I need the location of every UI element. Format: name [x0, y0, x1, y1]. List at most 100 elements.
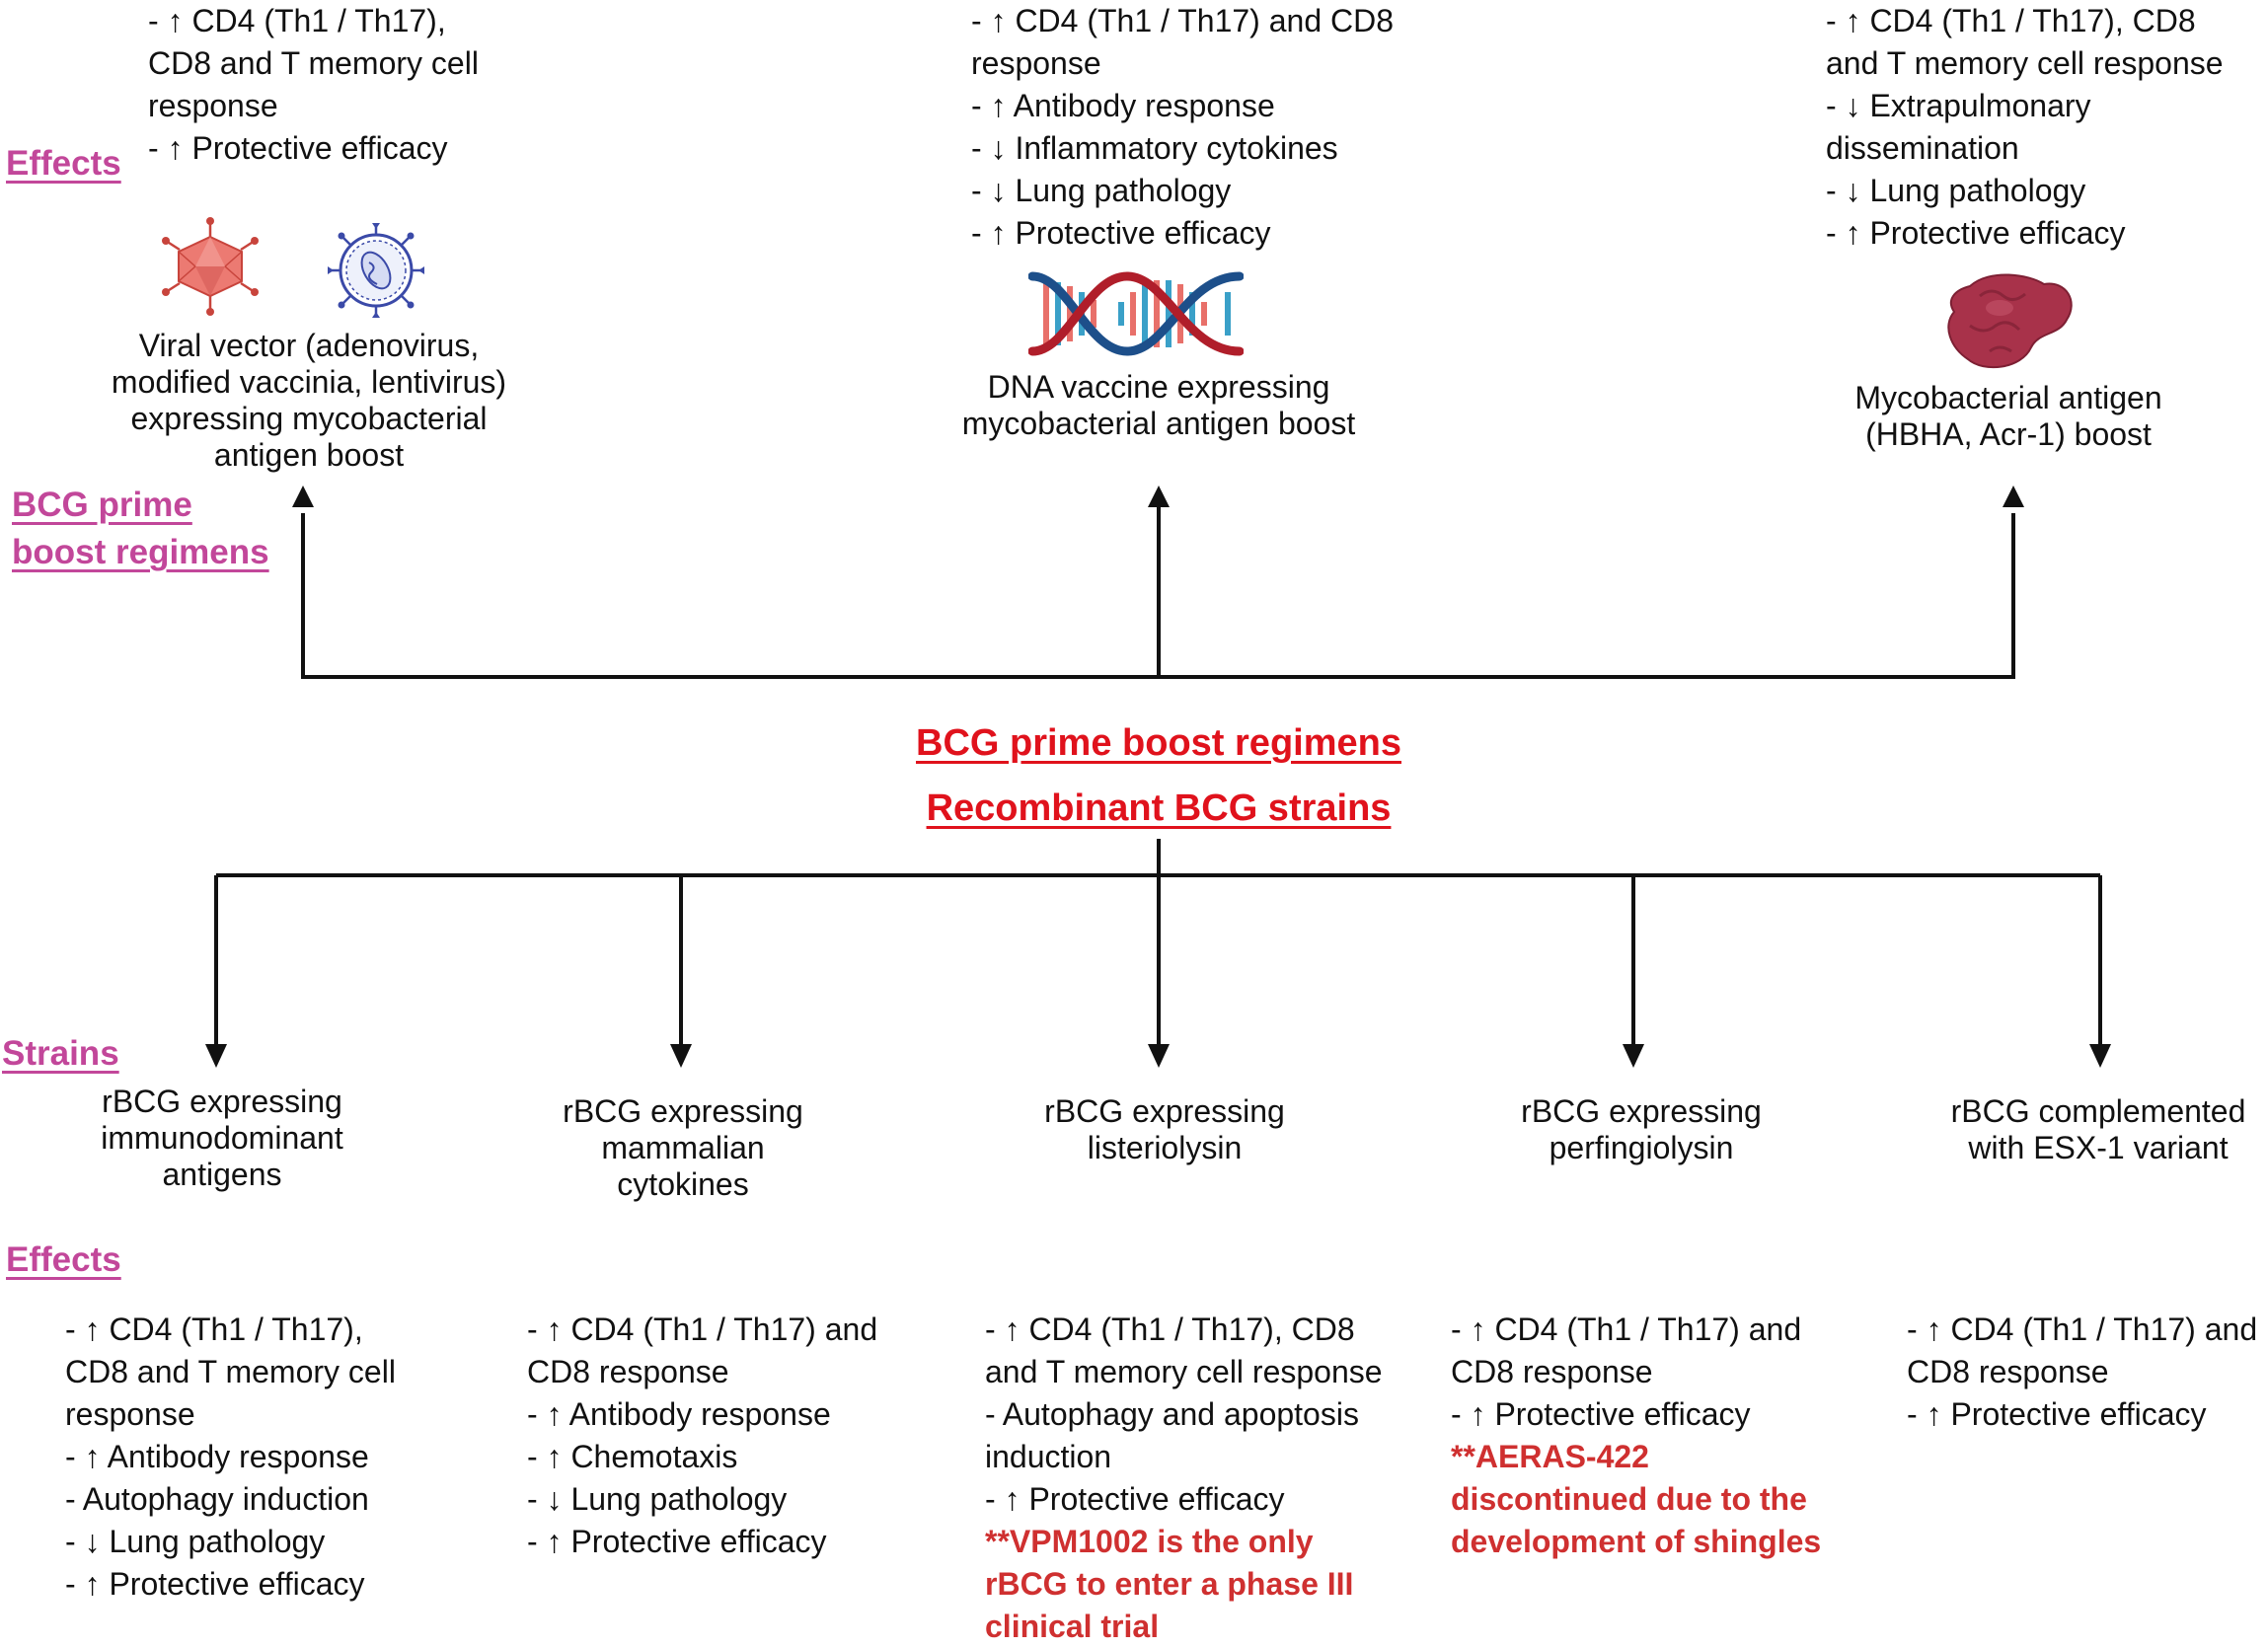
strain-2-name: rBCG expressing mammalian cytokines	[505, 1093, 861, 1203]
effect-line: - ↑ Protective efficacy	[985, 1481, 1285, 1517]
effect-line: - ↓ Inflammatory cytokines	[971, 130, 1338, 166]
effect-line: dissemination	[1826, 130, 2019, 166]
effect-line: - ↑ Protective efficacy	[971, 215, 1271, 251]
boost-3-name: Mycobacterial antigen (HBHA, Acr-1) boos…	[1801, 380, 2216, 453]
virus-icon	[162, 217, 259, 316]
name-line: expressing mycobacterial	[130, 401, 488, 436]
strain-note-line: discontinued due to the	[1451, 1481, 1807, 1517]
effect-line: - ↑ CD4 (Th1 / Th17), CD8	[1826, 3, 2196, 38]
effect-line: - ↑ CD4 (Th1 / Th17), CD8	[985, 1311, 1355, 1347]
name-line: rBCG expressing	[563, 1093, 803, 1129]
name-line: Viral vector (adenovirus,	[138, 328, 480, 363]
effect-line: - ↑ Chemotaxis	[527, 1439, 738, 1474]
strain-note-line: clinical trial	[985, 1609, 1160, 1644]
effect-line: - Autophagy induction	[65, 1481, 369, 1517]
name-line: antigens	[162, 1157, 282, 1192]
strain-1-name: rBCG expressing immunodominant antigens	[44, 1084, 400, 1193]
effect-line: - ↑ Protective efficacy	[527, 1524, 827, 1559]
effect-line: CD8 response	[1907, 1354, 2109, 1389]
effect-line: - ↑ CD4 (Th1 / Th17) and	[527, 1311, 878, 1347]
effect-line: - ↑ Antibody response	[65, 1439, 369, 1474]
strain-note-line: development of shingles	[1451, 1524, 1822, 1559]
dna-icon	[1028, 271, 1244, 356]
effect-line: - ↑ Antibody response	[527, 1396, 831, 1432]
effect-line: and T memory cell response	[985, 1354, 1383, 1389]
title-recombinant: Recombinant BCG strains	[926, 787, 1392, 829]
effect-line: CD8 and T memory cell	[65, 1354, 396, 1389]
strain-note-line: **AERAS-422	[1451, 1439, 1649, 1474]
arrowhead-down-2	[670, 1044, 692, 1068]
upper-branch-line	[301, 513, 2015, 679]
strain-3-effects: - ↑ CD4 (Th1 / Th17), CD8 and T memory c…	[985, 1309, 1383, 1648]
effect-line: - ↓ Extrapulmonary	[1826, 88, 2091, 123]
name-line: rBCG expressing	[1044, 1093, 1285, 1129]
name-line: DNA vaccine expressing	[987, 369, 1330, 405]
effect-line: response	[148, 88, 278, 123]
effect-line: induction	[985, 1439, 1112, 1474]
arrowhead-down-1	[205, 1044, 227, 1068]
name-line: with ESX-1 variant	[1968, 1130, 2229, 1165]
strain-4-name: rBCG expressing perfingiolysin	[1464, 1093, 1819, 1166]
effects-label-top: Effects	[6, 144, 121, 183]
effect-line: - ↓ Lung pathology	[1826, 173, 2086, 208]
name-line: perfingiolysin	[1549, 1130, 1734, 1165]
arrowhead-up-2	[1148, 486, 1170, 507]
effect-line: response	[65, 1396, 195, 1432]
effect-line: - ↑ CD4 (Th1 / Th17),	[65, 1311, 363, 1347]
boost-2-effects: - ↑ CD4 (Th1 / Th17) and CD8 response - …	[971, 0, 1394, 255]
effect-line: and T memory cell response	[1826, 45, 2224, 81]
effect-line: CD8 response	[527, 1354, 729, 1389]
effect-line: CD8 and T memory cell	[148, 45, 479, 81]
strain-5-name: rBCG complemented with ESX-1 variant	[1921, 1093, 2268, 1166]
name-line: cytokines	[617, 1166, 749, 1202]
effect-line: - ↑ Protective efficacy	[148, 130, 448, 166]
boost-2-name: DNA vaccine expressing mycobacterial ant…	[922, 369, 1396, 442]
effect-line: - ↓ Lung pathology	[527, 1481, 788, 1517]
strain-note-line: rBCG to enter a phase III	[985, 1566, 1354, 1602]
arrowhead-up-1	[292, 486, 314, 507]
strain-4-effects: - ↑ CD4 (Th1 / Th17) and CD8 response - …	[1451, 1309, 1821, 1563]
name-line: mycobacterial antigen boost	[961, 406, 1356, 441]
effects-label-bottom: Effects	[6, 1240, 121, 1279]
effect-line: CD8 response	[1451, 1354, 1653, 1389]
virus-icon	[328, 223, 424, 318]
arrowhead-down-5	[2089, 1044, 2111, 1068]
effect-line: - ↓ Lung pathology	[971, 173, 1232, 208]
bcg-prime-boost-label-line: boost regimens	[12, 533, 269, 571]
effect-line: - ↑ CD4 (Th1 / Th17) and	[1451, 1311, 1802, 1347]
title-prime-boost: BCG prime boost regimens	[916, 722, 1401, 764]
strain-2-effects: - ↑ CD4 (Th1 / Th17) and CD8 response - …	[527, 1309, 877, 1563]
name-line: modified vaccinia, lentivirus)	[111, 364, 507, 400]
bcg-prime-boost-label-line: BCG prime	[12, 486, 192, 524]
name-line: Mycobacterial antigen	[1854, 380, 2162, 415]
name-line: rBCG expressing	[1521, 1093, 1762, 1129]
strain-5-effects: - ↑ CD4 (Th1 / Th17) and CD8 response - …	[1907, 1309, 2257, 1436]
strains-label: Strains	[2, 1034, 119, 1073]
name-line: rBCG expressing	[102, 1084, 342, 1119]
name-line: rBCG complemented	[1950, 1093, 2246, 1129]
strain-1-effects: - ↑ CD4 (Th1 / Th17), CD8 and T memory c…	[65, 1309, 396, 1606]
effect-line: response	[971, 45, 1101, 81]
strain-note-line: **VPM1002 is the only	[985, 1524, 1314, 1559]
name-line: mammalian	[601, 1130, 765, 1165]
arrowhead-up-3	[2003, 486, 2024, 507]
effect-line: - ↑ Protective efficacy	[1826, 215, 2126, 251]
boost-1-name: Viral vector (adenovirus, modified vacci…	[102, 328, 516, 474]
boost-3-effects: - ↑ CD4 (Th1 / Th17), CD8 and T memory c…	[1826, 0, 2224, 255]
effect-line: - ↑ CD4 (Th1 / Th17) and	[1907, 1311, 2258, 1347]
arrowhead-down-4	[1623, 1044, 1644, 1068]
protein-icon	[1947, 273, 2073, 369]
effect-line: - ↓ Lung pathology	[65, 1524, 326, 1559]
strain-3-name: rBCG expressing listeriolysin	[987, 1093, 1342, 1166]
effect-line: - ↑ Antibody response	[971, 88, 1275, 123]
effect-line: - Autophagy and apoptosis	[985, 1396, 1359, 1432]
effect-line: - ↑ Protective efficacy	[65, 1566, 365, 1602]
effect-line: - ↑ Protective efficacy	[1907, 1396, 2207, 1432]
name-line: (HBHA, Acr-1) boost	[1865, 416, 2152, 452]
name-line: immunodominant	[101, 1120, 343, 1156]
boost-1-effects: - ↑ CD4 (Th1 / Th17), CD8 and T memory c…	[148, 0, 479, 170]
effect-line: - ↑ Protective efficacy	[1451, 1396, 1751, 1432]
effect-line: - ↑ CD4 (Th1 / Th17),	[148, 3, 446, 38]
